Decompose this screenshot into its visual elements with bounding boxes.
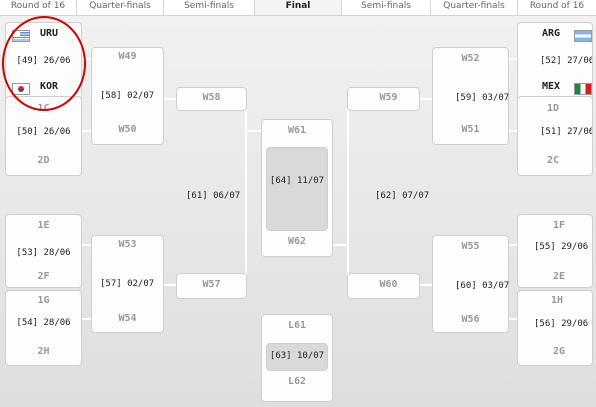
match-card-60[interactable]: W55 [60] 03/07 W56 bbox=[432, 235, 509, 333]
team-slot: 1D bbox=[546, 103, 560, 114]
team-slot: W58 bbox=[202, 92, 221, 103]
team-slot: 2C bbox=[546, 155, 560, 166]
header-divider bbox=[163, 0, 164, 15]
team-slot: 2E bbox=[552, 271, 566, 282]
connector bbox=[162, 284, 176, 286]
connector bbox=[507, 318, 517, 320]
connector bbox=[507, 130, 517, 132]
match-info: [60] 03/07 bbox=[455, 281, 510, 291]
match-card-59[interactable]: W52 [59] 03/07 W51 bbox=[432, 47, 509, 145]
connector bbox=[507, 58, 517, 60]
team-slot: 2D bbox=[37, 155, 50, 166]
match-info: [50] 26/06 bbox=[16, 127, 71, 137]
header-quarter-finals-right: Quarter-finals bbox=[443, 1, 505, 11]
team-slot-box[interactable]: W60 bbox=[347, 273, 420, 299]
team-slot: W56 bbox=[461, 314, 480, 325]
team-slot: 1H bbox=[550, 295, 564, 306]
team-slot: L62 bbox=[287, 376, 307, 387]
team-slot: 2F bbox=[37, 271, 50, 282]
connector bbox=[418, 284, 432, 286]
match-card-51[interactable]: 1D [51] 27/06 2C bbox=[517, 96, 593, 176]
match-card-58[interactable]: W49 [58] 02/07 W50 bbox=[91, 47, 164, 145]
match-card-56[interactable]: 1H [56] 29/06 2G bbox=[517, 290, 593, 366]
connector bbox=[81, 58, 91, 60]
match-card-55[interactable]: 1F [55] 29/06 2E bbox=[517, 214, 593, 288]
match-info: [51] 27/06 bbox=[540, 127, 593, 137]
team-slot: L61 bbox=[287, 320, 307, 331]
match-info: [55] 29/06 bbox=[534, 242, 589, 252]
team-slot: W55 bbox=[461, 241, 480, 252]
match-card-final[interactable]: W61 [64] 11/07 W62 bbox=[261, 119, 333, 257]
match-card-57[interactable]: W53 [57] 02/07 W54 bbox=[91, 235, 164, 333]
team-slot: W54 bbox=[118, 313, 137, 324]
team-slot: 2H bbox=[37, 346, 50, 357]
header-round-of-16-left: Round of 16 bbox=[10, 1, 66, 11]
connector bbox=[81, 244, 91, 246]
match-info: [57] 02/07 bbox=[100, 279, 155, 289]
connector bbox=[331, 244, 347, 246]
match-info: [61] 06/07 bbox=[186, 191, 241, 201]
connector bbox=[245, 98, 247, 286]
highlight-circle bbox=[2, 16, 86, 111]
team-slot: W61 bbox=[287, 125, 307, 136]
header-semi-finals-right: Semi-finals bbox=[361, 1, 411, 11]
header-divider bbox=[254, 0, 255, 15]
team-slot-box[interactable]: W59 bbox=[347, 87, 420, 111]
match-info: [56] 29/06 bbox=[534, 319, 589, 329]
team-slot: W50 bbox=[118, 124, 137, 135]
match-info: [58] 02/07 bbox=[100, 91, 155, 101]
match-card-52[interactable]: ARG [52] 27/06 MEX bbox=[517, 22, 593, 102]
match-info: [53] 28/06 bbox=[16, 248, 71, 258]
header-divider bbox=[430, 0, 431, 15]
match-card-third-place[interactable]: L61 [63] 10/07 L62 bbox=[261, 314, 333, 402]
header-quarter-finals-left: Quarter-finals bbox=[89, 1, 151, 11]
match-info: [52] 27/06 bbox=[540, 56, 593, 66]
team-slot: 1E bbox=[37, 220, 50, 231]
argentina-flag-icon bbox=[574, 30, 592, 42]
team-slot: 1G bbox=[37, 295, 50, 306]
connector bbox=[245, 130, 261, 132]
third-place-inner-panel: [63] 10/07 bbox=[266, 343, 328, 371]
team-name: ARG bbox=[542, 28, 561, 39]
match-info: [62] 07/07 bbox=[375, 191, 430, 201]
team-slot-box[interactable]: W57 bbox=[176, 273, 247, 299]
match-card-53[interactable]: 1E [53] 28/06 2F bbox=[5, 214, 82, 288]
header-round-of-16-right: Round of 16 bbox=[529, 1, 585, 11]
match-info: [63] 10/07 bbox=[269, 351, 325, 361]
team-slot: W52 bbox=[461, 53, 480, 64]
connector bbox=[81, 318, 91, 320]
connector bbox=[162, 98, 176, 100]
connector bbox=[418, 98, 432, 100]
header-divider bbox=[76, 0, 77, 15]
team-slot: W60 bbox=[379, 279, 398, 290]
connector bbox=[347, 98, 349, 286]
round-header-bar: Round of 16 Quarter-finals Semi-finals F… bbox=[0, 0, 596, 16]
connector bbox=[81, 130, 91, 132]
team-slot-box[interactable]: W58 bbox=[176, 87, 247, 111]
header-final: Final bbox=[255, 0, 341, 15]
team-slot: W57 bbox=[202, 279, 221, 290]
team-slot: W59 bbox=[379, 92, 398, 103]
mexico-flag-icon bbox=[574, 83, 592, 95]
match-info: [64] 11/07 bbox=[269, 176, 325, 186]
header-semi-finals-left: Semi-finals bbox=[184, 1, 234, 11]
team-slot: 1F bbox=[552, 220, 566, 231]
team-slot: W62 bbox=[287, 236, 307, 247]
header-divider bbox=[517, 0, 518, 15]
match-card-54[interactable]: 1G [54] 28/06 2H bbox=[5, 290, 82, 366]
match-info: [59] 03/07 bbox=[455, 93, 510, 103]
team-slot: 2G bbox=[552, 346, 566, 357]
connector bbox=[507, 244, 517, 246]
match-info: [54] 28/06 bbox=[16, 318, 71, 328]
team-slot: W51 bbox=[461, 124, 480, 135]
team-slot: W53 bbox=[118, 239, 137, 250]
team-slot: W49 bbox=[118, 51, 137, 62]
final-inner-panel: [64] 11/07 bbox=[266, 147, 328, 231]
team-name: MEX bbox=[542, 81, 561, 92]
header-divider bbox=[341, 0, 342, 15]
